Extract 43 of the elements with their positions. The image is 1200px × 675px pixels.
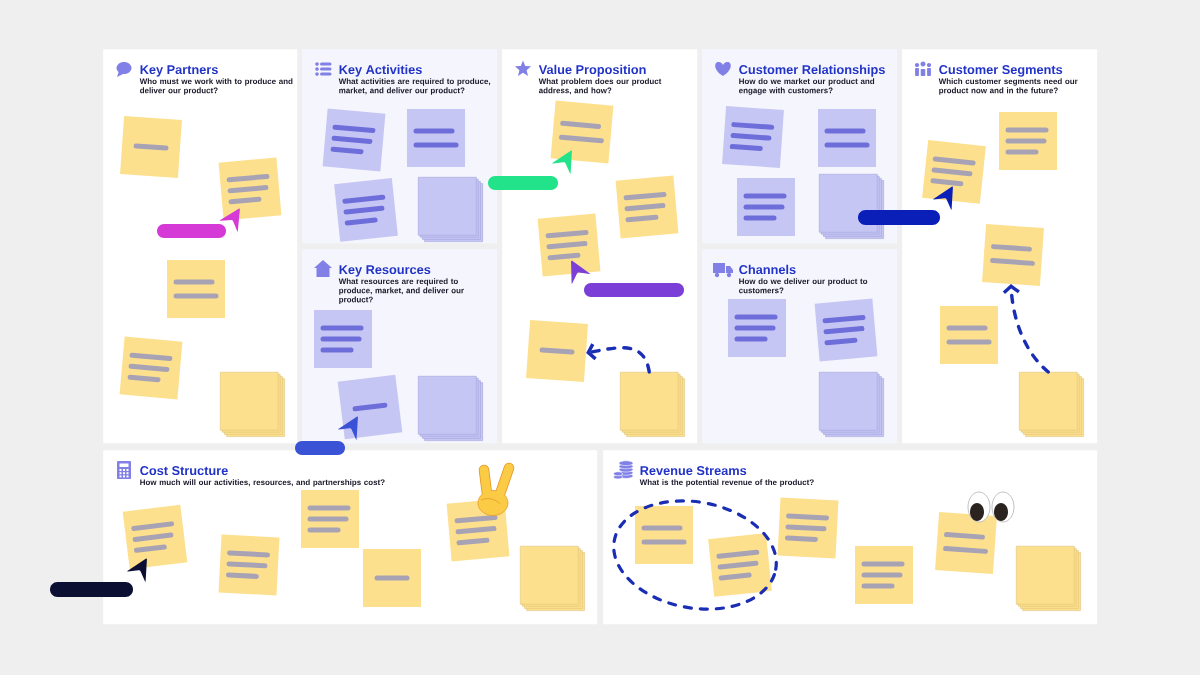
sticky-note-stack bbox=[620, 372, 685, 437]
sticky-note-stack bbox=[520, 546, 585, 611]
sticky-note bbox=[218, 157, 282, 221]
panel-title: Customer Relationships bbox=[739, 64, 885, 77]
sticky-note bbox=[635, 506, 693, 564]
panel-title: Key Partners bbox=[140, 65, 218, 77]
sticky-note bbox=[167, 260, 225, 318]
sticky-note bbox=[337, 374, 403, 440]
sticky-note bbox=[737, 178, 795, 236]
dashed-arrow bbox=[1002, 284, 1050, 374]
sticky-note bbox=[818, 109, 876, 167]
sticky-note bbox=[334, 178, 398, 242]
sticky-note bbox=[708, 533, 772, 597]
sticky-note-stack bbox=[1016, 546, 1081, 611]
sticky-note bbox=[314, 310, 372, 368]
sticky-note bbox=[922, 140, 986, 204]
sticky-note bbox=[122, 504, 188, 570]
sticky-note bbox=[407, 109, 465, 167]
sticky-note bbox=[999, 112, 1057, 170]
sticky-note-stack bbox=[1019, 372, 1084, 437]
sticky-note bbox=[537, 213, 601, 277]
panel-title: Customer Segments bbox=[939, 65, 1063, 77]
sticky-note bbox=[363, 549, 421, 607]
panel-title: Revenue Streams bbox=[640, 466, 747, 476]
panel-title: Key Resources bbox=[339, 265, 431, 277]
sticky-note bbox=[940, 306, 998, 364]
panel-title: Channels bbox=[739, 264, 796, 275]
sticky-note-stack bbox=[819, 372, 884, 437]
panel-title: Cost Structure bbox=[140, 466, 228, 476]
sticky-note bbox=[322, 108, 386, 172]
sticky-note bbox=[615, 175, 679, 239]
sticky-note bbox=[301, 490, 359, 548]
sticky-note bbox=[728, 299, 786, 357]
panel-title: Key Activities bbox=[339, 64, 422, 77]
dashed-arrow bbox=[586, 343, 651, 374]
panel-title: Value Proposition bbox=[538, 64, 646, 77]
sticky-note-stack bbox=[220, 372, 285, 437]
sticky-note bbox=[119, 336, 183, 400]
sticky-note bbox=[855, 546, 913, 604]
sticky-note-stack bbox=[418, 177, 483, 242]
sticky-note-stack bbox=[418, 376, 483, 441]
sticky-note bbox=[550, 100, 614, 164]
sticky-note bbox=[814, 298, 878, 362]
